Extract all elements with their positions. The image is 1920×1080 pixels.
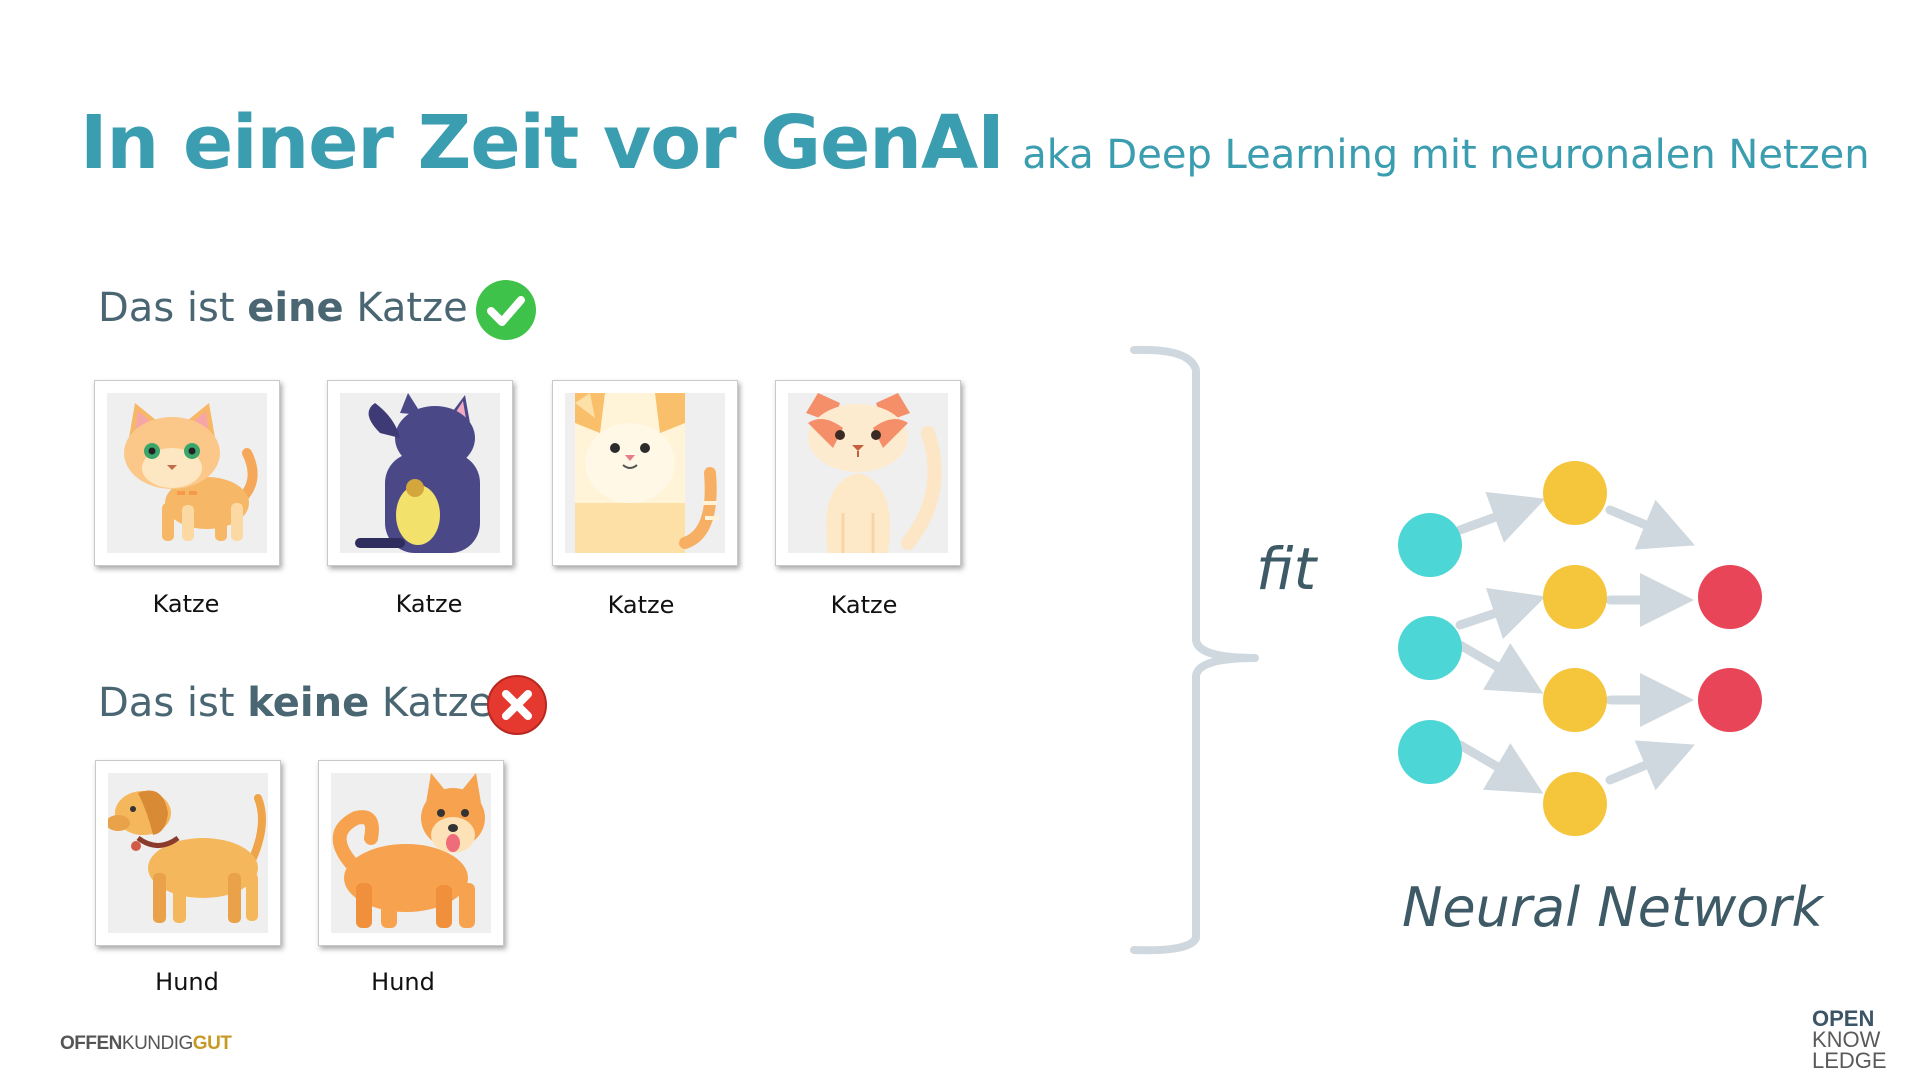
- dog-card: [318, 760, 504, 946]
- dog-card: [95, 760, 281, 946]
- positive-heading: Das ist eine Katze: [98, 285, 468, 331]
- input-node: [1398, 513, 1462, 577]
- hidden-node: [1543, 565, 1607, 629]
- cat-card: [775, 380, 961, 566]
- input-node: [1398, 720, 1462, 784]
- cat-caption: Katze: [607, 591, 675, 619]
- negative-heading-emphasis: keine: [247, 680, 370, 726]
- curly-brace: [1130, 345, 1259, 955]
- logo-line-know: KNOW: [1812, 1027, 1881, 1052]
- logo-line-ledge: LEDGE: [1812, 1048, 1887, 1073]
- footer-logo-offenkundiggut: OFFENKUNDIGGUT: [60, 1033, 232, 1055]
- title-subtitle: aka Deep Learning mit neuronalen Netzen: [1022, 132, 1870, 178]
- cat-caption: Katze: [152, 590, 220, 618]
- cat-icon: [806, 393, 942, 553]
- hidden-node: [1543, 461, 1607, 525]
- negative-heading-prefix: Das ist: [98, 680, 248, 726]
- x-circle-icon: [487, 675, 547, 735]
- neural-network-label: Neural Network: [1402, 876, 1823, 939]
- output-node: [1698, 668, 1762, 732]
- network-arrows: [1455, 491, 1695, 794]
- cat-card: [327, 380, 513, 566]
- cat-icon: [575, 393, 719, 553]
- neural-network-diagram: [1398, 461, 1762, 836]
- positive-heading-suffix: Katze: [343, 285, 468, 331]
- dog-icon: [332, 773, 485, 928]
- dog-icon: [108, 790, 266, 923]
- check-circle-icon: [476, 280, 536, 340]
- negative-heading: Das ist keine Katze: [98, 680, 493, 726]
- negative-heading-suffix: Katze: [369, 680, 494, 726]
- cat-icon: [355, 393, 480, 553]
- fit-label: fit: [1256, 535, 1317, 603]
- cat-card: [94, 380, 280, 566]
- footer-logo-part1: OFFEN: [60, 1033, 122, 1054]
- open-knowledge-logo: OPEN KNOW LEDGE: [1812, 1006, 1892, 1073]
- footer-logo-part3: GUT: [192, 1033, 232, 1054]
- title-main: In einer Zeit vor GenAI: [80, 100, 1005, 186]
- cat-caption: Katze: [830, 591, 898, 619]
- logo-line-open: OPEN: [1812, 1006, 1875, 1031]
- input-node: [1398, 616, 1462, 680]
- positive-heading-prefix: Das ist: [98, 285, 248, 331]
- hidden-node: [1543, 772, 1607, 836]
- output-node: [1698, 565, 1762, 629]
- cat-icon: [124, 403, 258, 541]
- cat-caption: Katze: [395, 590, 463, 618]
- dog-caption: Hund: [371, 968, 435, 996]
- slide-title: In einer Zeit vor GenAI aka Deep Learnin…: [80, 100, 1870, 186]
- footer-logo-part2: KUNDIG: [121, 1033, 193, 1054]
- dog-caption: Hund: [155, 968, 219, 996]
- cat-card: [552, 380, 738, 566]
- hidden-node: [1543, 668, 1607, 732]
- positive-heading-emphasis: eine: [247, 285, 344, 331]
